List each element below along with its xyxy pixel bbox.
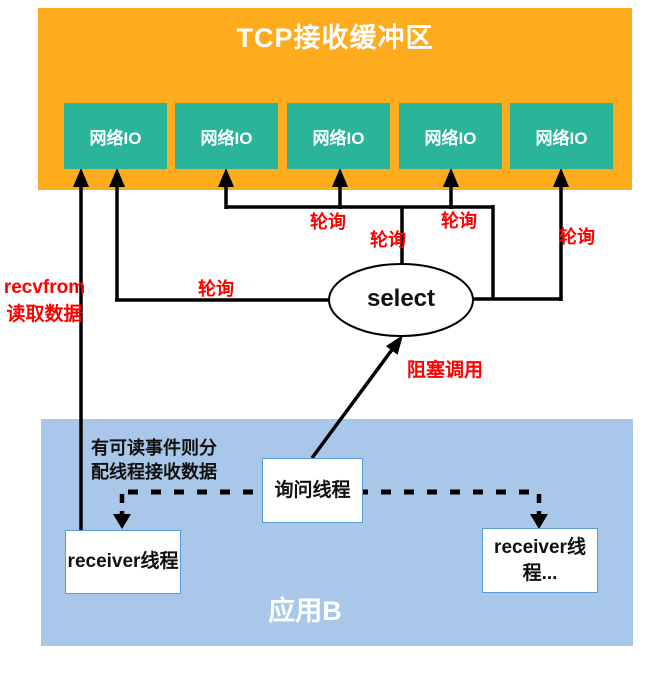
select-label: select [366,285,436,312]
network-io-box-3: 网络IO [287,103,390,169]
receiver-thread-box-right: receiver线 程... [482,528,598,593]
receiver-thread-left-label: receiver线程 [67,551,179,572]
receiver-thread-right-line2: 程... [522,562,558,584]
query-thread-label: 询问线程 [274,479,351,501]
arrowhead-blocking-call [385,335,403,355]
network-io-box-5: 网络IO [510,103,613,169]
network-io-box-1: 网络IO [64,103,167,169]
recvfrom-annotation-line2: 读取数据 [6,304,83,325]
polling-label-box4: 轮询 [441,211,477,231]
polling-label-box3: 轮询 [310,212,346,232]
dispatch-note-line1: 有可读事件则分 [91,438,217,458]
dispatch-note: 有可读事件则分 配线程接收数据 [91,436,217,484]
polling-label-left: 轮询 [198,279,234,299]
dispatch-note-line2: 配线程接收数据 [91,462,217,482]
recvfrom-annotation-line1: recvfrom [3,277,86,298]
polling-label-right: 轮询 [559,227,595,247]
query-thread-box: 询问线程 [262,458,363,523]
recvfrom-annotation: recvfrom 读取数据 [0,274,89,328]
application-b-title: 应用B [268,596,342,626]
network-io-box-4: 网络IO [399,103,502,169]
polling-label-middle: 轮询 [370,230,406,250]
receiver-thread-right-line1: receiver线 [494,536,586,558]
blocking-call-label: 阻塞调用 [407,360,484,381]
receiver-thread-box-left: receiver线程 [65,530,181,594]
tcp-buffer-title: TCP接收缓冲区 [236,23,434,53]
network-io-box-2: 网络IO [175,103,278,169]
